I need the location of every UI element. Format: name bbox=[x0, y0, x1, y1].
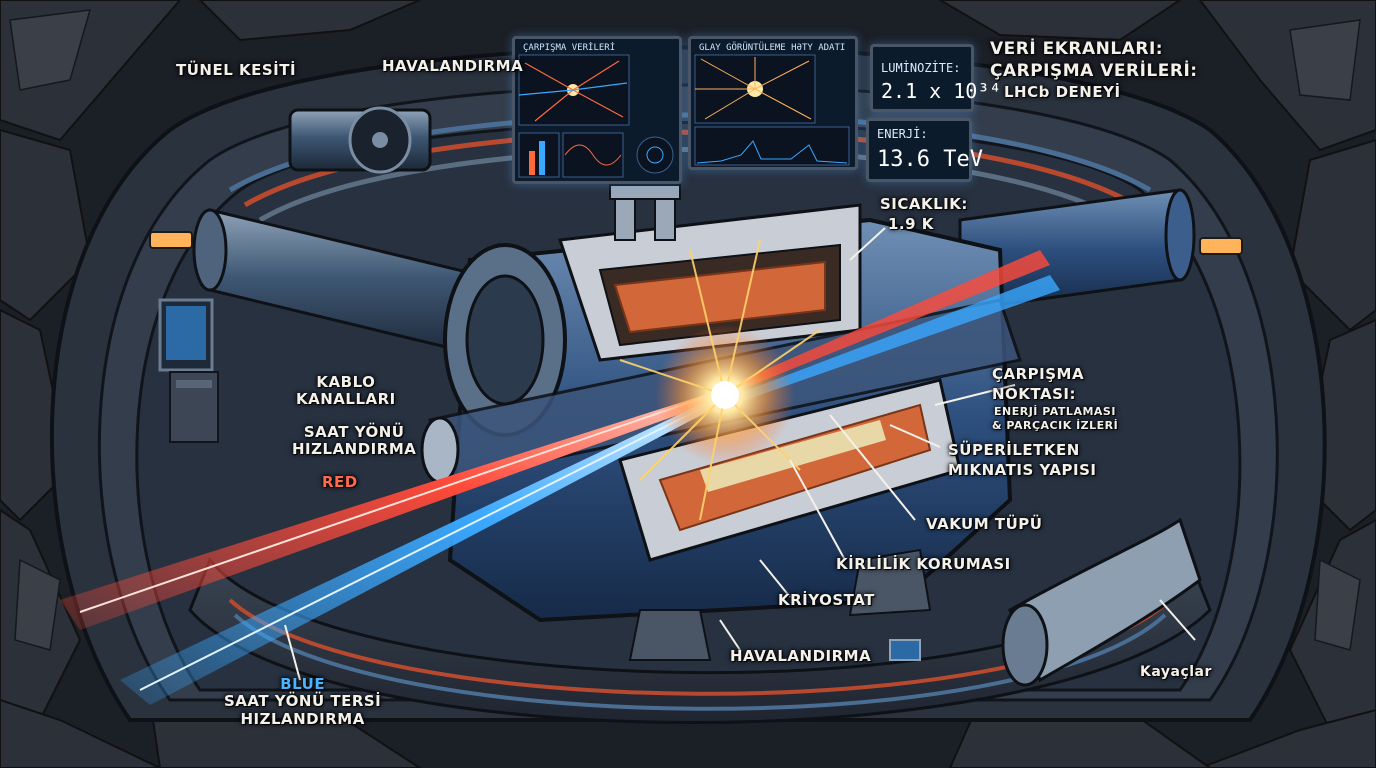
label-cable-ducts: KABLO KANALLARI bbox=[296, 373, 396, 409]
energy-value: 13.6 TeV bbox=[877, 147, 983, 172]
label-rocks: Kayaçlar bbox=[1140, 664, 1212, 680]
label-clockwise-line1: SAAT YÖNÜ bbox=[303, 423, 405, 441]
label-ventilation-top: HAVALANDIRMA bbox=[382, 57, 524, 75]
label-vacuum-tube: VAKUM TÜPÜ bbox=[926, 515, 1043, 533]
display-screen: GLAY GÖRÜNTÜLEME HƏTY ADATI bbox=[688, 36, 858, 170]
lower-right-pipe bbox=[1001, 517, 1202, 687]
label-data-screens: VERİ EKRANLARI: bbox=[990, 39, 1164, 59]
label-tunnel-section: TÜNEL KESİTİ bbox=[176, 61, 297, 79]
coolant-pipes bbox=[609, 184, 681, 241]
particle-beams bbox=[60, 250, 1060, 705]
label-magnet-1: SÜPERİLETKEN bbox=[948, 441, 1080, 459]
display-screen-title: GLAY GÖRÜNTÜLEME HƏTY ADATI bbox=[699, 43, 846, 53]
label-clockwise: SAAT YÖNÜ HIZLANDIRMA bbox=[292, 423, 417, 459]
label-red: RED bbox=[322, 473, 358, 491]
ventilation-fan bbox=[288, 106, 432, 174]
burst-display bbox=[694, 54, 850, 166]
label-blue: BLUE bbox=[280, 675, 326, 693]
label-collision-point-1: ÇARPIŞMA bbox=[992, 365, 1085, 383]
leader-lines bbox=[284, 227, 1196, 681]
energy-label: ENERJİ: bbox=[877, 127, 928, 141]
left-terminal bbox=[158, 298, 219, 443]
label-temperature-title: SICAKLIK: bbox=[880, 195, 968, 213]
event-display bbox=[518, 54, 674, 178]
energy-screen: ENERJİ: 13.6 TeV bbox=[866, 118, 983, 182]
luminosity-label: LUMİNOZİTE: bbox=[881, 61, 961, 75]
label-cable-ducts-line1: KABLO bbox=[316, 373, 376, 391]
luminosity-screen: LUMİNOZİTE: 2.1 x 10³⁴ bbox=[870, 44, 1001, 112]
label-particle-tracks: & PARÇACIK İZLERİ bbox=[992, 419, 1119, 432]
label-cryostat: KRİYOSTAT bbox=[778, 591, 875, 609]
collision-screen-title: ÇARPIŞMA VERİLERİ bbox=[523, 43, 616, 53]
label-counter-clockwise: BLUE SAAT YÖNÜ TERSİ HIZLANDIRMA bbox=[224, 675, 382, 728]
label-lhcb: LHCb DENEYİ bbox=[1004, 83, 1121, 101]
label-counter-line2: HIZLANDIRMA bbox=[240, 709, 365, 728]
label-clockwise-line2: HIZLANDIRMA bbox=[292, 440, 417, 459]
collision-burst bbox=[619, 239, 821, 521]
upper-left-pipe bbox=[192, 208, 502, 362]
label-collision-data: ÇARPIŞMA VERİLERİ: bbox=[990, 61, 1198, 81]
upper-right-pipe bbox=[958, 188, 1196, 312]
label-counter-line1: SAAT YÖNÜ TERSİ bbox=[224, 692, 382, 711]
label-temperature-value: 1.9 K bbox=[888, 215, 934, 233]
label-contamination: KİRLİLİK KORUMASI bbox=[836, 555, 1011, 573]
label-collision-point-2: NOKTASI: bbox=[992, 385, 1076, 403]
label-magnet-2: MIKNATIS YAPISI bbox=[948, 461, 1097, 479]
label-energy-burst: ENERJİ PATLAMASI bbox=[994, 405, 1116, 418]
label-ventilation-bottom: HAVALANDIRMA bbox=[730, 647, 872, 665]
label-cable-ducts-line2: KANALLARI bbox=[296, 390, 396, 409]
collision-data-screen: ÇARPIŞMA VERİLERİ bbox=[512, 36, 682, 184]
luminosity-value: 2.1 x 10³⁴ bbox=[881, 79, 1002, 103]
